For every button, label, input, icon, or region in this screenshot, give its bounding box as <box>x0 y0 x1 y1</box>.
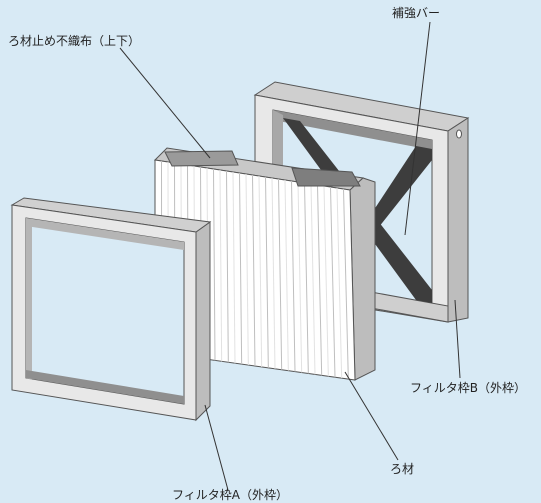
leader-media <box>344 371 399 461</box>
frame-b-inner-top <box>273 110 432 150</box>
media-pleat-line <box>291 180 296 372</box>
label-frame-a: フィルタ枠A（外枠） <box>172 488 288 502</box>
media-pleat-line <box>265 176 269 368</box>
label-reinforcement-bar: 補強バー <box>392 6 441 20</box>
frame-a-inner-top <box>26 218 184 250</box>
media-pleat-line <box>343 188 349 380</box>
leader-lines <box>119 21 461 491</box>
media-pleat-line <box>304 182 309 374</box>
media-pleat-line <box>278 178 283 370</box>
reinforcement-bar-2 <box>362 146 432 232</box>
leader-reinforcement-bar <box>404 21 431 236</box>
media-pleat-line <box>271 177 276 369</box>
media-pleat-line <box>297 181 303 373</box>
label-frame-b: フィルタ枠B（外枠） <box>410 381 526 395</box>
frame-a-right-side <box>195 221 211 422</box>
frame-a-inner-left <box>26 218 32 380</box>
media-pleat-line <box>219 169 223 362</box>
media-pleat-line <box>330 186 336 378</box>
media-pleat-line <box>245 173 249 366</box>
label-media-nonwoven: ろ材止め不織布（上下） <box>8 34 141 48</box>
media-pleat-line <box>213 168 216 361</box>
media-pleat-line <box>252 174 256 367</box>
media-pleat-line <box>232 171 236 364</box>
media-pleat-line <box>258 175 263 367</box>
leader-media-nonwoven <box>119 47 211 159</box>
filter-frame-a <box>10 197 212 422</box>
media-nonwoven-top-left <box>164 150 239 167</box>
media-pleat-line <box>284 179 289 371</box>
leader-frame-b <box>454 299 461 379</box>
media-pleat-line <box>239 172 243 365</box>
frame-b-right-side <box>447 117 469 323</box>
media-pleat-line <box>226 170 229 363</box>
frame-a-inner-bottom <box>26 370 184 404</box>
frame-b-rivet <box>456 129 462 139</box>
media-pleat-line <box>323 185 329 377</box>
media-pleat-line <box>317 184 323 376</box>
label-media: ろ材 <box>390 462 415 476</box>
media-pleat-line <box>336 187 343 379</box>
leader-frame-a <box>204 404 229 491</box>
media-pleat-line <box>310 183 316 375</box>
media-nonwoven-top-right <box>291 167 361 187</box>
